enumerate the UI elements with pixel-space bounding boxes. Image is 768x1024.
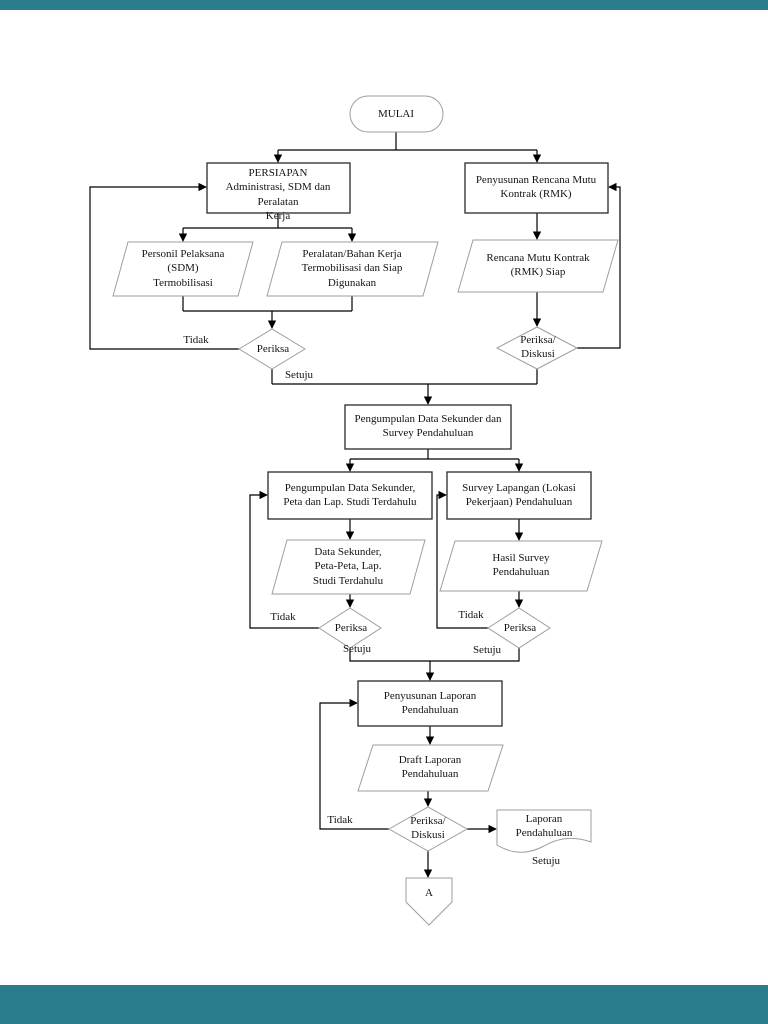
offpage-connector-a: A [425, 887, 433, 899]
process-rmk: Penyusunan Rencana Mutu Kontrak (RMK) [475, 174, 597, 201]
io-hasil-survey: Hasil Survey Pendahuluan [492, 552, 550, 579]
shapes [112, 95, 619, 926]
top-band [0, 0, 768, 10]
edge-label-setuju-2: Setuju [342, 643, 372, 655]
process-persiapan-shape [206, 162, 351, 214]
io-peralatan-shape [266, 241, 439, 297]
io-draft-laporan-shape [357, 744, 504, 792]
edge-tidak-1 [89, 182, 239, 350]
bottom-band [0, 985, 768, 1024]
io-personil-sdm: Personil Pelaksana (SDM) Termobilisasi [141, 248, 225, 289]
io-hasil-survey-shape [439, 540, 603, 592]
io-peralatan: Peralatan/Bahan Kerja Termobilisasi dan … [301, 248, 403, 289]
edge-label-setuju-1: Setuju [284, 369, 314, 381]
decision-periksa-2-shape [318, 607, 382, 649]
terminal-mulai: MULAI [377, 108, 415, 120]
process-pengumpulan-data: Pengumpulan Data Sekunder, Peta dan Lap.… [283, 482, 417, 509]
io-data-sekunder: Data Sekunder, Peta-Peta, Lap. Studi Ter… [312, 546, 384, 587]
decision-periksa-diskusi-1: Periksa/ Diskusi [520, 334, 556, 361]
io-personil-sdm-shape [112, 241, 254, 297]
process-pengumpulan-survey: Pengumpulan Data Sekunder dan Survey Pen… [354, 413, 502, 440]
offpage-connector-a-shape [405, 877, 453, 926]
edge-tidak-3 [436, 490, 488, 629]
edge-label-setuju-4: Setuju [531, 855, 561, 867]
edge-label-tidak-1: Tidak [183, 334, 209, 346]
document-laporan-shape [496, 809, 592, 853]
edge-label-tidak-2: Tidak [270, 611, 296, 623]
decision-periksa-diskusi-1-shape [495, 326, 579, 370]
document-laporan: Laporan Pendahuluan [515, 813, 573, 840]
edge-setuju-merge-2 [349, 648, 520, 662]
decision-periksa-1-shape [238, 328, 306, 370]
decision-periksa-diskusi-2: Periksa/ Diskusi [410, 815, 446, 842]
edge-tidak-2 [249, 490, 319, 629]
process-persiapan: PERSIAPAN Administrasi, SDM dan Peralata… [225, 167, 331, 222]
edge-setuju-merge-1 [271, 369, 538, 385]
decision-periksa-3-shape [487, 607, 551, 649]
connectors [89, 132, 621, 878]
edge-feedback-rmk [577, 182, 621, 349]
decision-periksa-3: Periksa [503, 622, 537, 634]
edge-label-tidak-3: Tidak [458, 609, 484, 621]
process-pengumpulan-survey-shape [344, 404, 512, 450]
process-penyusunan-laporan-shape [357, 680, 503, 727]
decision-periksa-2: Periksa [334, 622, 368, 634]
process-survey-lapangan: Survey Lapangan (Lokasi Pekerjaan) Penda… [462, 482, 576, 509]
edge-tidak-4 [319, 698, 389, 830]
process-survey-lapangan-shape [446, 471, 592, 520]
io-data-sekunder-shape [271, 539, 426, 595]
edge-label-setuju-3: Setuju [472, 644, 502, 656]
io-draft-laporan: Draft Laporan Pendahuluan [398, 754, 462, 781]
process-rmk-shape [464, 162, 609, 214]
decision-periksa-1: Periksa [256, 343, 290, 355]
terminal-mulai-shape [349, 95, 444, 133]
io-rmk-siap-shape [457, 239, 619, 293]
edge-label-tidak-4: Tidak [327, 814, 353, 826]
decision-periksa-diskusi-2-shape [387, 806, 469, 852]
process-penyusunan-laporan: Penyusunan Laporan Pendahuluan [383, 690, 477, 717]
process-pengumpulan-data-shape [267, 471, 433, 520]
io-rmk-siap: Rencana Mutu Kontrak (RMK) Siap [486, 252, 590, 279]
